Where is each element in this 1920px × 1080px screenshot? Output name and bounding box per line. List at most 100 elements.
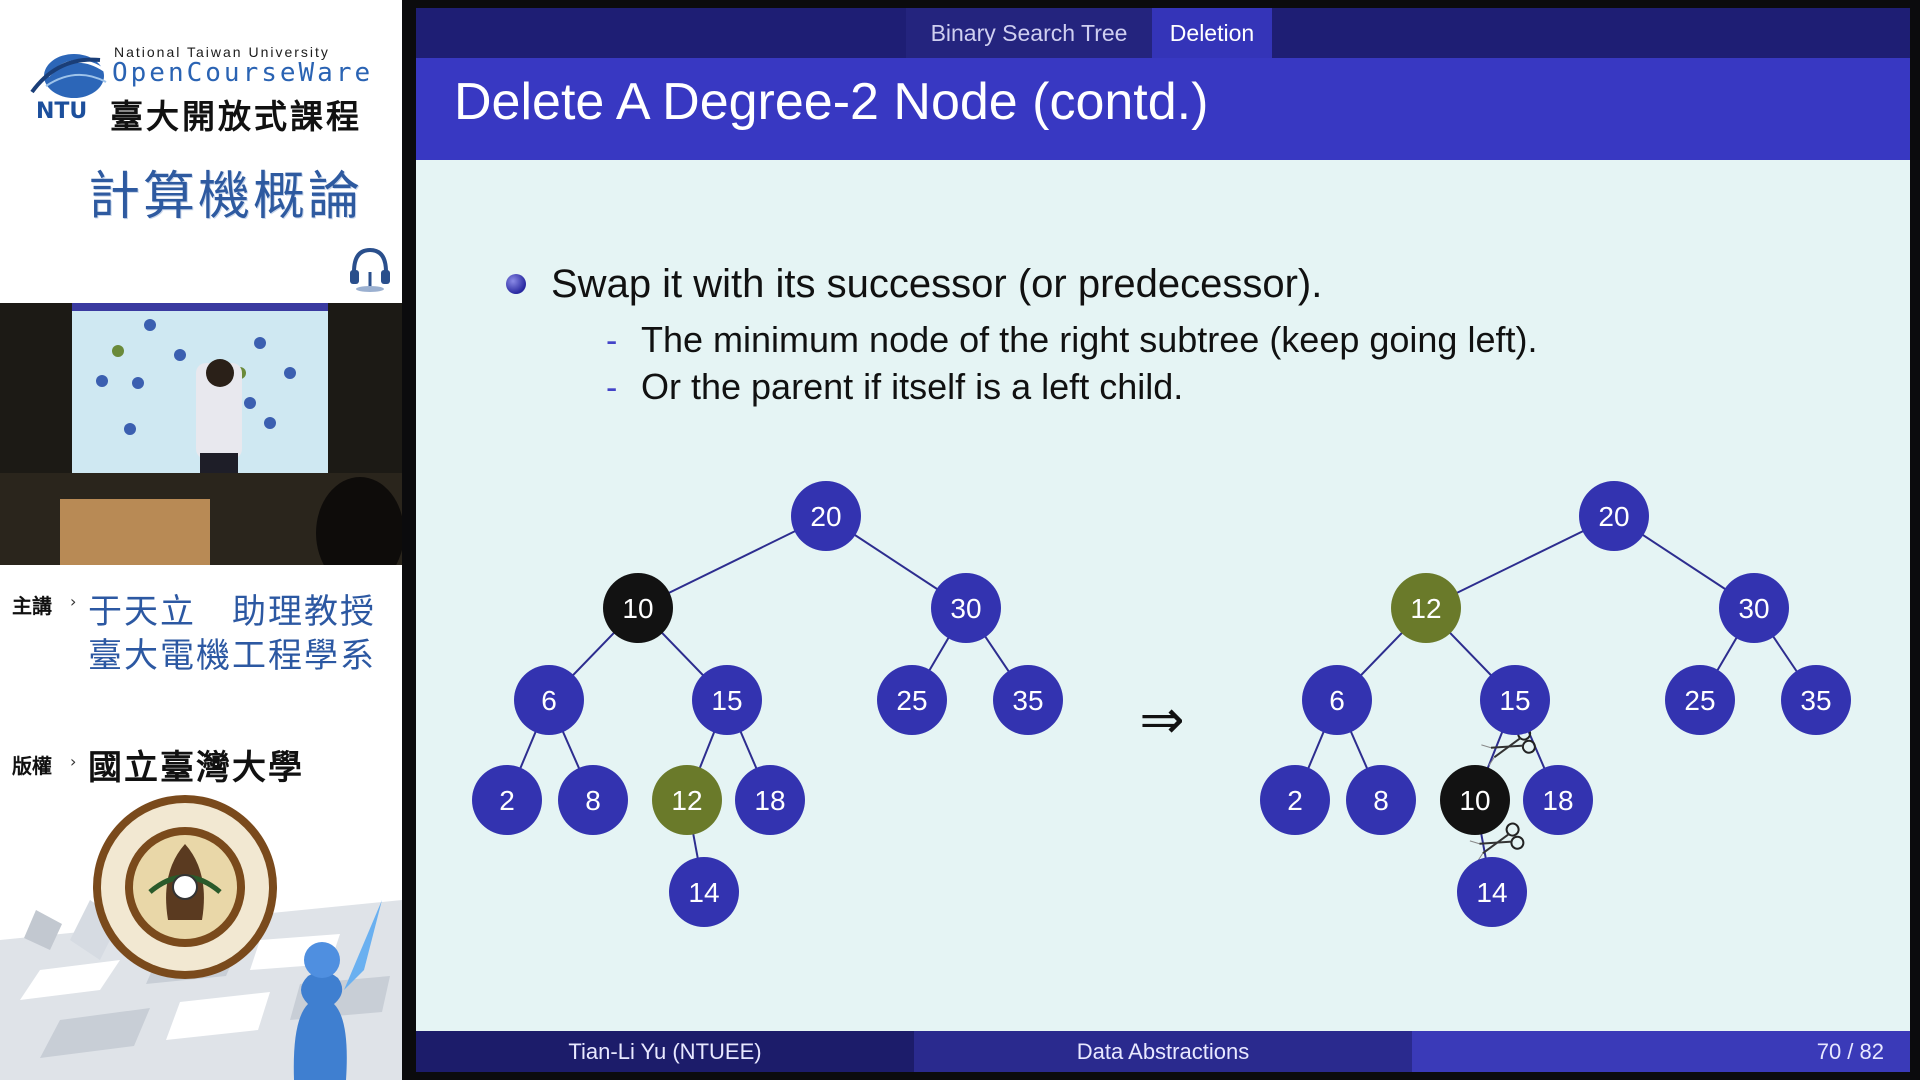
node-circle xyxy=(692,665,762,735)
node-circle xyxy=(993,665,1063,735)
node-circle xyxy=(1391,573,1461,643)
sub-bullet-text: Or the parent if itself is a left child. xyxy=(641,366,1184,407)
node-circle xyxy=(652,765,722,835)
node-label: 18 xyxy=(1542,785,1573,816)
node-circle xyxy=(1579,481,1649,551)
presentation-slide: Binary Search Tree Deletion Delete A Deg… xyxy=(416,8,1910,1072)
tree-node: 35 xyxy=(993,665,1063,735)
page-number-text: 70 / 82 xyxy=(1816,1039,1884,1064)
node-label: 25 xyxy=(1684,685,1715,716)
node-label: 2 xyxy=(1287,785,1303,816)
node-circle xyxy=(472,765,542,835)
node-circle xyxy=(558,765,628,835)
footer-page-number: 70 / 82 xyxy=(1412,1031,1910,1072)
slide-title-bar: Delete A Degree-2 Node (contd.) xyxy=(416,58,1910,160)
tree-node: 25 xyxy=(877,665,947,735)
ntu-seal-emblem-icon xyxy=(93,795,277,979)
node-label: 8 xyxy=(1373,785,1389,816)
node-label: 20 xyxy=(810,501,841,532)
tree-node: 18 xyxy=(735,765,805,835)
node-label: 12 xyxy=(671,785,702,816)
node-circle xyxy=(1440,765,1510,835)
tree-node: 6 xyxy=(1302,665,1372,735)
university-english-name: National Taiwan University xyxy=(114,44,330,60)
ocw-side-panel: NTU National Taiwan University OpenCours… xyxy=(0,0,402,1080)
headset-icon xyxy=(350,247,390,292)
tree-node: 6 xyxy=(514,665,584,735)
opencourseware-label: OpenCourseWare xyxy=(112,58,374,88)
tree-node: 2 xyxy=(472,765,542,835)
node-label: 14 xyxy=(1476,877,1507,908)
chevron-right-icon: › xyxy=(70,592,77,611)
node-label: 20 xyxy=(1598,501,1629,532)
tree-node: 12 xyxy=(652,765,722,835)
node-label: 25 xyxy=(896,685,927,716)
copyright-label: 版權 xyxy=(12,754,52,778)
node-circle xyxy=(1457,857,1527,927)
footer-topic: Data Abstractions xyxy=(914,1031,1412,1072)
tree-node: 30 xyxy=(1719,573,1789,643)
node-circle xyxy=(931,573,1001,643)
ntu-globe-logo-icon: NTU xyxy=(30,54,107,122)
ntu-mark-text: NTU xyxy=(36,99,87,122)
tree-node: 14 xyxy=(669,857,739,927)
lecturer-video-feed xyxy=(0,303,402,565)
footer-author: Tian-Li Yu (NTUEE) xyxy=(416,1031,914,1072)
tree-node: 2 xyxy=(1260,765,1330,835)
tree-node: 30 xyxy=(931,573,1001,643)
node-circle xyxy=(603,573,673,643)
transform-arrow-icon: ⇒ xyxy=(1139,688,1184,751)
sub-bullet-dash: - xyxy=(606,322,618,360)
slide-footer: Tian-Li Yu (NTUEE) Data Abstractions 70 … xyxy=(416,1031,1910,1072)
tree-nodes: 20 10 30 6 15 25 35 2 8 12 18 14 20 12 30 6 15 25 35 2 8 10 18… xyxy=(472,481,1851,927)
tree-node: 18 xyxy=(1523,765,1593,835)
node-circle xyxy=(877,665,947,735)
sub-bullet-text: The minimum node of the right subtree (k… xyxy=(641,319,1538,360)
node-label: 2 xyxy=(499,785,515,816)
node-label: 10 xyxy=(1459,785,1490,816)
node-circle xyxy=(514,665,584,735)
lecturer-camera-image xyxy=(0,303,402,565)
nav-subsection-deletion: Deletion xyxy=(1152,8,1272,58)
tree-node: 15 xyxy=(1480,665,1550,735)
slide-title: Delete A Degree-2 Node (contd.) xyxy=(454,73,1209,131)
tree-node: 10 xyxy=(1440,765,1510,835)
tree-node: 8 xyxy=(558,765,628,835)
ocw-chinese-name: 臺大開放式課程 xyxy=(110,97,362,136)
node-label: 15 xyxy=(1499,685,1530,716)
node-circle xyxy=(1480,665,1550,735)
tree-node: 14 xyxy=(1457,857,1527,927)
bullet-point-icon xyxy=(506,274,526,294)
node-label: 12 xyxy=(1410,593,1441,624)
instructor-name: 于天立 助理教授 xyxy=(88,592,376,632)
instructor-department: 臺大電機工程學系 xyxy=(88,636,376,676)
node-circle xyxy=(735,765,805,835)
course-title: 計算機概論 xyxy=(88,167,364,227)
node-label: 14 xyxy=(688,877,719,908)
node-label: 10 xyxy=(622,593,653,624)
tree-node: 20 xyxy=(1579,481,1649,551)
chess-pawn-quill-decoration xyxy=(293,900,382,1080)
tree-node: 25 xyxy=(1665,665,1735,735)
node-label: 6 xyxy=(1329,685,1345,716)
tree-node: 15 xyxy=(692,665,762,735)
nav-section-binary-search-tree: Binary Search Tree xyxy=(906,8,1152,58)
node-label: 35 xyxy=(1800,685,1831,716)
node-label: 18 xyxy=(754,785,785,816)
node-label: 8 xyxy=(585,785,601,816)
node-circle xyxy=(1260,765,1330,835)
instructor-label: 主講 xyxy=(12,594,52,618)
node-label: 35 xyxy=(1012,685,1043,716)
node-circle xyxy=(1719,573,1789,643)
main-bullet-text: Swap it with its successor (or predecess… xyxy=(551,262,1323,306)
node-label: 30 xyxy=(950,593,981,624)
tree-node: 12 xyxy=(1391,573,1461,643)
sub-bullet-dash: - xyxy=(606,369,618,407)
chevron-right-icon: › xyxy=(70,752,77,771)
node-circle xyxy=(1665,665,1735,735)
node-circle xyxy=(1302,665,1372,735)
node-circle xyxy=(1346,765,1416,835)
cut-markers xyxy=(1469,726,1536,862)
node-label: 6 xyxy=(541,685,557,716)
node-circle xyxy=(791,481,861,551)
